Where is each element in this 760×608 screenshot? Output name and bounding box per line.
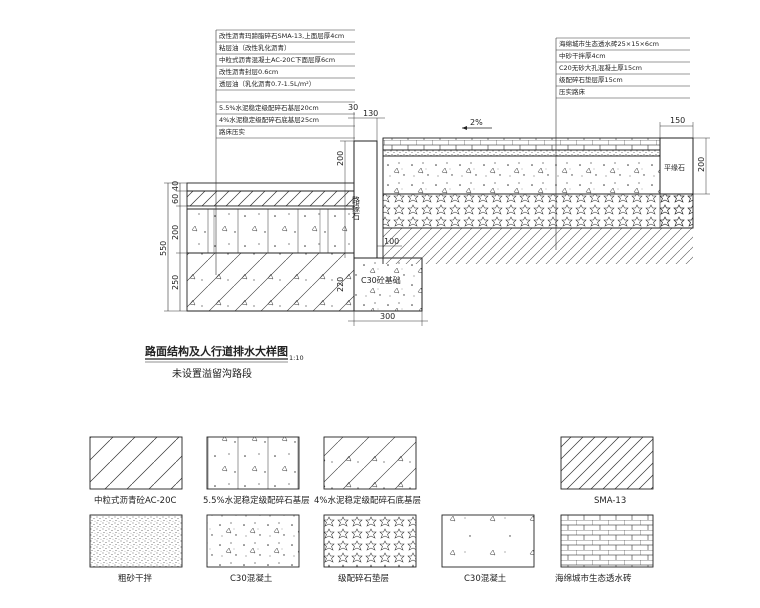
planter-curb (659, 137, 694, 195)
legend-label-6: 级配碎石垫层 (338, 573, 389, 584)
legend-swatch-7 (441, 514, 535, 568)
dim-200c: 200 (171, 225, 180, 240)
left-layer-2: 中粒式沥青混凝土AC-20C下面层厚6cm (219, 55, 335, 64)
title-main: 路面结构及人行道排水大样图 (145, 344, 288, 358)
legend-label-8: 海绵城市生态透水砖 (555, 573, 632, 584)
dim-200b: 200 (697, 157, 706, 172)
porous-concrete-layer (382, 155, 661, 195)
legend-label-0: 中粒式沥青砼AC-20C (94, 495, 176, 506)
legend-swatch-4 (89, 514, 183, 568)
dim-40: 40 (171, 181, 180, 191)
legend-label-7: C30混凝土 (464, 573, 507, 584)
dim-200a: 200 (336, 151, 345, 166)
legend-swatch-1 (206, 436, 300, 490)
legend-label-5: C30混凝土 (230, 573, 273, 584)
right-layer-1: 中砂干拌厚4cm (559, 51, 606, 60)
legend-label-3: SMA-13 (594, 496, 626, 506)
gravel-cushion-layer (382, 193, 694, 229)
legend-swatch-6 (323, 514, 417, 568)
dim-60: 60 (171, 194, 180, 204)
right-layer-2: C20无砂大孔混凝土厚15cm (559, 63, 642, 72)
base-layer (186, 208, 355, 254)
title-sub: 未设置溢留沟路段 (172, 367, 252, 380)
right-layer-4: 压实路床 (559, 87, 586, 96)
right-layer-0: 海绵城市生态透水砖25×15×6cm (559, 39, 659, 48)
legend-swatch-0 (89, 436, 183, 490)
left-layer-7: 路床压实 (219, 127, 246, 136)
left-layer-callouts: 改性沥青玛蹄脂碎石SMA-13,上面层厚4cm 粘层油（改性乳化沥青） 中粒式沥… (216, 29, 355, 139)
left-layer-0: 改性沥青玛蹄脂碎石SMA-13,上面层厚4cm (219, 31, 344, 40)
ac20-layer (186, 190, 355, 207)
legend-label-4: 粗砂干拌 (118, 573, 153, 584)
sma-layer (186, 182, 355, 192)
legend-swatch-2 (323, 436, 417, 490)
right-layer-callouts: 海绵城市生态透水砖25×15×6cm 中砂干拌厚4cm C20无砂大孔混凝土厚1… (556, 37, 690, 99)
left-layer-5: 5.5%水泥稳定级配碎石基层20cm (219, 103, 319, 112)
legend-label-1: 5.5%水泥稳定级配碎石基层 (203, 495, 310, 506)
left-layer-1: 粘层油（改性乳化沥青） (219, 43, 291, 52)
concrete-label: C30砼基础 (361, 275, 401, 285)
dim-220: 220 (336, 277, 345, 292)
legend: 中粒式沥青砼AC-20C 5.5%水泥稳定级配碎石基层 4%水泥稳定级配碎石底基… (89, 436, 654, 584)
compacted-subgrade (383, 228, 693, 264)
drawing-title: 路面结构及人行道排水大样图 1:10 未设置溢留沟路段 (145, 344, 304, 380)
sand-layer (382, 149, 661, 157)
left-layer-3: 改性沥青封层0.6cm (219, 67, 278, 76)
planter-curb-label: 平缘石 (664, 163, 685, 172)
legend-swatch-5 (206, 514, 300, 568)
dim-150: 150 (670, 116, 685, 125)
permeable-brick-layer (382, 137, 661, 151)
left-dimensions: 40 60 200 250 550 (159, 181, 187, 312)
legend-swatch-3 (560, 436, 654, 490)
right-layer-3: 级配碎石垫层厚15cm (559, 75, 623, 84)
dim-550: 550 (159, 241, 168, 256)
roadway-section (186, 30, 355, 312)
curb-assembly: 路缘石 C30砼基础 30 130 200 220 300 100 (336, 103, 428, 326)
legend-swatch-8 (560, 514, 654, 568)
left-layer-6: 4%水泥稳定级配碎石底基层25cm (219, 115, 319, 124)
dim-30: 30 (348, 103, 358, 112)
dim-250: 250 (171, 275, 180, 290)
slope-label: 2% (470, 118, 483, 127)
sidewalk-section: 平缘石 2% 150 200 (382, 38, 710, 264)
title-scale: 1:10 (289, 354, 304, 362)
subbase-layer (186, 252, 355, 312)
legend-label-2: 4%水泥稳定级配碎石底基层 (314, 495, 421, 506)
curb-label: 路缘石 (352, 195, 361, 221)
dim-130: 130 (363, 109, 378, 118)
dim-300: 300 (380, 312, 395, 321)
left-layer-4: 透层油（乳化沥青0.7-1.5L/m²） (219, 79, 315, 88)
